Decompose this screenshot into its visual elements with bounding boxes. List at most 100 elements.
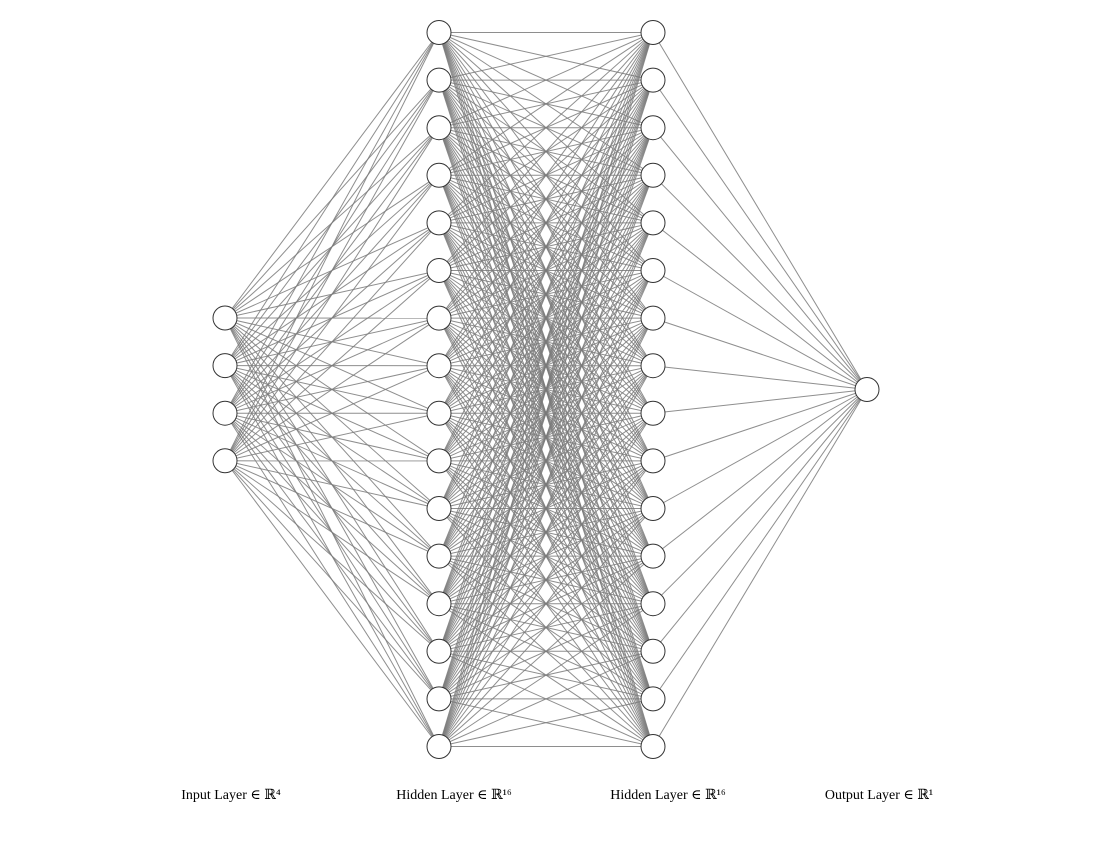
neuron-hidden-2-14 xyxy=(640,686,666,712)
neuron-hidden-2-9 xyxy=(640,448,666,474)
edge-hidden-2-2-to-output-0 xyxy=(652,127,868,390)
edge-hidden-1-9-to-hidden-2-0 xyxy=(438,32,654,462)
neuron-hidden-2-0 xyxy=(640,20,666,45)
neuron-hidden-2-13 xyxy=(640,638,666,664)
edge-input-3-to-hidden-1-1 xyxy=(224,79,440,462)
edge-hidden-2-4-to-output-0 xyxy=(652,222,868,390)
neuron-hidden-2-15 xyxy=(640,734,666,759)
edge-input-3-to-hidden-1-15 xyxy=(224,460,440,747)
neuron-input-2 xyxy=(212,400,238,426)
edge-hidden-1-8-to-hidden-2-0 xyxy=(438,32,654,414)
edge-hidden-1-14-to-hidden-2-0 xyxy=(438,32,654,700)
edge-hidden-1-15-to-hidden-2-5 xyxy=(438,270,654,747)
edge-hidden-1-4-to-hidden-2-0 xyxy=(438,32,654,224)
edge-hidden-1-15-to-hidden-2-0 xyxy=(438,32,654,747)
edge-hidden-2-7-to-output-0 xyxy=(652,365,868,390)
edge-input-3-to-hidden-1-10 xyxy=(224,460,440,509)
neuron-hidden-1-12 xyxy=(426,591,452,617)
edge-input-3-to-hidden-1-13 xyxy=(224,460,440,652)
neuron-hidden-2-4 xyxy=(640,210,666,236)
neuron-hidden-2-1 xyxy=(640,67,666,93)
edge-hidden-1-15-to-hidden-2-3 xyxy=(438,175,654,747)
edge-hidden-2-12-to-output-0 xyxy=(652,389,868,605)
edge-input-3-to-hidden-1-2 xyxy=(224,127,440,462)
edge-hidden-2-1-to-output-0 xyxy=(652,79,868,390)
edge-hidden-1-15-to-hidden-2-13 xyxy=(438,650,654,747)
neuron-hidden-2-11 xyxy=(640,543,666,569)
neuron-hidden-2-10 xyxy=(640,496,666,521)
edge-hidden-1-7-to-hidden-2-0 xyxy=(438,32,654,366)
edge-hidden-2-0-to-output-0 xyxy=(652,32,868,390)
edge-hidden-2-6-to-output-0 xyxy=(652,317,868,390)
edge-hidden-2-11-to-output-0 xyxy=(652,389,868,557)
edge-hidden-2-13-to-output-0 xyxy=(652,389,868,652)
edge-input-1-to-hidden-1-0 xyxy=(224,32,440,366)
edge-hidden-1-15-to-hidden-2-6 xyxy=(438,317,654,747)
layer-label-hidden-1: Hidden Layer ∈ ℝ¹⁶ xyxy=(396,788,512,803)
neuron-hidden-1-11 xyxy=(426,543,452,569)
neuron-hidden-2-3 xyxy=(640,162,666,188)
edge-hidden-2-9-to-output-0 xyxy=(652,389,868,462)
neuron-hidden-1-15 xyxy=(426,734,452,759)
neuron-hidden-2-8 xyxy=(640,400,666,426)
edge-input-3-to-hidden-1-5 xyxy=(224,270,440,462)
neuron-input-3 xyxy=(212,448,238,474)
neuron-hidden-1-7 xyxy=(426,353,452,379)
edge-hidden-2-8-to-output-0 xyxy=(652,389,868,414)
neuron-hidden-1-3 xyxy=(426,162,452,188)
edge-hidden-1-15-to-hidden-2-14 xyxy=(438,698,654,747)
edge-hidden-2-10-to-output-0 xyxy=(652,389,868,509)
neuron-hidden-1-2 xyxy=(426,115,452,141)
edge-hidden-1-15-to-hidden-2-11 xyxy=(438,555,654,747)
edge-hidden-1-1-to-hidden-2-0 xyxy=(438,32,654,81)
edge-hidden-1-15-to-hidden-2-9 xyxy=(438,460,654,747)
edge-input-3-to-hidden-1-6 xyxy=(224,317,440,462)
edge-hidden-1-11-to-hidden-2-0 xyxy=(438,32,654,557)
neuron-hidden-1-14 xyxy=(426,686,452,712)
neuron-input-1 xyxy=(212,353,238,379)
edge-hidden-1-3-to-hidden-2-0 xyxy=(438,32,654,176)
layer-label-input: Input Layer ∈ ℝ⁴ xyxy=(181,788,281,803)
edge-input-3-to-hidden-1-14 xyxy=(224,460,440,700)
neuron-hidden-2-7 xyxy=(640,353,666,379)
neuron-hidden-1-5 xyxy=(426,258,452,283)
neuron-input-0 xyxy=(212,305,238,331)
edge-input-3-to-hidden-1-4 xyxy=(224,222,440,462)
edge-hidden-1-12-to-hidden-2-0 xyxy=(438,32,654,604)
neuron-hidden-1-0 xyxy=(426,20,452,45)
neuron-hidden-1-8 xyxy=(426,400,452,426)
edge-hidden-1-2-to-hidden-2-0 xyxy=(438,32,654,129)
edge-hidden-1-15-to-hidden-2-1 xyxy=(438,79,654,747)
neuron-hidden-2-12 xyxy=(640,591,666,617)
layer-labels: Input Layer ∈ ℝ⁴ Hidden Layer ∈ ℝ¹⁶ Hidd… xyxy=(181,788,933,803)
edge-hidden-2-15-to-output-0 xyxy=(652,389,868,747)
neuron-hidden-1-9 xyxy=(426,448,452,474)
edge-hidden-1-15-to-hidden-2-12 xyxy=(438,603,654,747)
neuron-hidden-2-5 xyxy=(640,258,666,283)
neuron-hidden-1-6 xyxy=(426,305,452,331)
edge-hidden-2-5-to-output-0 xyxy=(652,270,868,390)
edge-hidden-1-6-to-hidden-2-0 xyxy=(438,32,654,319)
edge-hidden-1-10-to-hidden-2-0 xyxy=(438,32,654,509)
neuron-hidden-1-13 xyxy=(426,638,452,664)
edge-hidden-1-15-to-hidden-2-8 xyxy=(438,413,654,747)
connections xyxy=(224,32,868,747)
edge-input-3-to-hidden-1-0 xyxy=(224,32,440,462)
edge-input-3-to-hidden-1-11 xyxy=(224,460,440,557)
neurons xyxy=(212,20,880,759)
edge-hidden-1-15-to-hidden-2-10 xyxy=(438,508,654,747)
neuron-hidden-2-6 xyxy=(640,305,666,331)
neuron-hidden-1-1 xyxy=(426,67,452,93)
edge-hidden-2-14-to-output-0 xyxy=(652,389,868,700)
layer-label-output: Output Layer ∈ ℝ¹ xyxy=(825,788,933,803)
edge-hidden-2-3-to-output-0 xyxy=(652,174,868,390)
edge-input-3-to-hidden-1-12 xyxy=(224,460,440,605)
layer-label-hidden-2: Hidden Layer ∈ ℝ¹⁶ xyxy=(610,788,726,803)
edge-input-3-to-hidden-1-3 xyxy=(224,175,440,462)
edge-hidden-1-13-to-hidden-2-0 xyxy=(438,32,654,652)
edge-input-2-to-hidden-1-0 xyxy=(224,32,440,414)
neuron-hidden-1-10 xyxy=(426,496,452,521)
edge-hidden-1-15-to-hidden-2-4 xyxy=(438,222,654,747)
edge-input-3-to-hidden-1-7 xyxy=(224,365,440,462)
